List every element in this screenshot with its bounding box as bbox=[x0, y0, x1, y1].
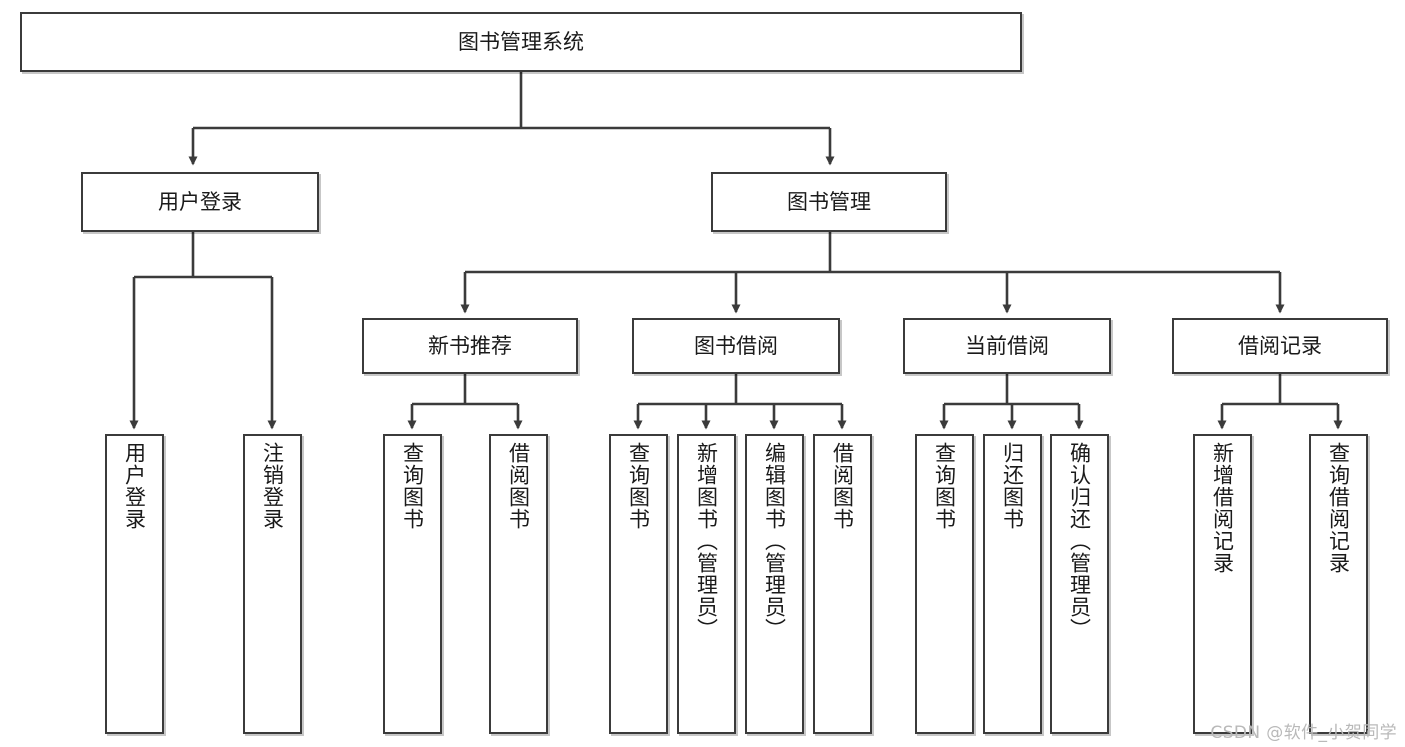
node-current-borrow[interactable]: 当前借阅 bbox=[903, 318, 1111, 374]
leaf-book-borrow-2[interactable]: 新增图书（管理员） bbox=[677, 434, 736, 734]
leaf-book-borrow-3-label: 编辑图书（管理员） bbox=[762, 442, 787, 640]
node-book-borrow-label: 图书借阅 bbox=[694, 333, 778, 358]
leaf-user-login-1[interactable]: 用户登录 bbox=[105, 434, 164, 734]
node-book-borrow[interactable]: 图书借阅 bbox=[632, 318, 840, 374]
leaf-current-borrow-1-label: 查询图书 bbox=[932, 442, 957, 530]
node-borrow-record[interactable]: 借阅记录 bbox=[1172, 318, 1388, 374]
node-user-login-label: 用户登录 bbox=[158, 189, 242, 214]
leaf-book-borrow-1-label: 查询图书 bbox=[626, 442, 651, 530]
node-book-management-label: 图书管理 bbox=[787, 189, 871, 214]
leaf-current-borrow-3-label: 确认归还（管理员） bbox=[1067, 442, 1092, 640]
leaf-current-borrow-3[interactable]: 确认归还（管理员） bbox=[1050, 434, 1109, 734]
leaf-book-borrow-4-label: 借阅图书 bbox=[830, 442, 855, 530]
leaf-new-book-recommend-2[interactable]: 借阅图书 bbox=[489, 434, 548, 734]
leaf-borrow-record-2[interactable]: 查询借阅记录 bbox=[1309, 434, 1368, 734]
leaf-current-borrow-2[interactable]: 归还图书 bbox=[983, 434, 1042, 734]
leaf-new-book-recommend-1[interactable]: 查询图书 bbox=[383, 434, 442, 734]
leaf-new-book-recommend-2-label: 借阅图书 bbox=[506, 442, 531, 530]
leaf-user-login-1-label: 用户登录 bbox=[122, 442, 147, 530]
node-new-book-recommend-label: 新书推荐 bbox=[428, 333, 512, 358]
leaf-book-borrow-4[interactable]: 借阅图书 bbox=[813, 434, 872, 734]
node-book-management[interactable]: 图书管理 bbox=[711, 172, 947, 232]
leaf-book-borrow-1[interactable]: 查询图书 bbox=[609, 434, 668, 734]
node-current-borrow-label: 当前借阅 bbox=[965, 333, 1049, 358]
leaf-borrow-record-1-label: 新增借阅记录 bbox=[1210, 442, 1235, 574]
node-root-label: 图书管理系统 bbox=[458, 29, 584, 54]
leaf-borrow-record-1[interactable]: 新增借阅记录 bbox=[1193, 434, 1252, 734]
leaf-current-borrow-1[interactable]: 查询图书 bbox=[915, 434, 974, 734]
leaf-current-borrow-2-label: 归还图书 bbox=[1000, 442, 1025, 530]
leaf-user-login-2-label: 注销登录 bbox=[260, 442, 285, 530]
node-borrow-record-label: 借阅记录 bbox=[1238, 333, 1322, 358]
leaf-user-login-2[interactable]: 注销登录 bbox=[243, 434, 302, 734]
node-root[interactable]: 图书管理系统 bbox=[20, 12, 1022, 72]
leaf-new-book-recommend-1-label: 查询图书 bbox=[400, 442, 425, 530]
leaf-borrow-record-2-label: 查询借阅记录 bbox=[1326, 442, 1351, 574]
leaf-book-borrow-2-label: 新增图书（管理员） bbox=[694, 442, 719, 640]
node-user-login[interactable]: 用户登录 bbox=[81, 172, 319, 232]
leaf-book-borrow-3[interactable]: 编辑图书（管理员） bbox=[745, 434, 804, 734]
csdn-watermark: CSDN @软件_小贺同学 bbox=[1210, 723, 1397, 743]
node-new-book-recommend[interactable]: 新书推荐 bbox=[362, 318, 578, 374]
